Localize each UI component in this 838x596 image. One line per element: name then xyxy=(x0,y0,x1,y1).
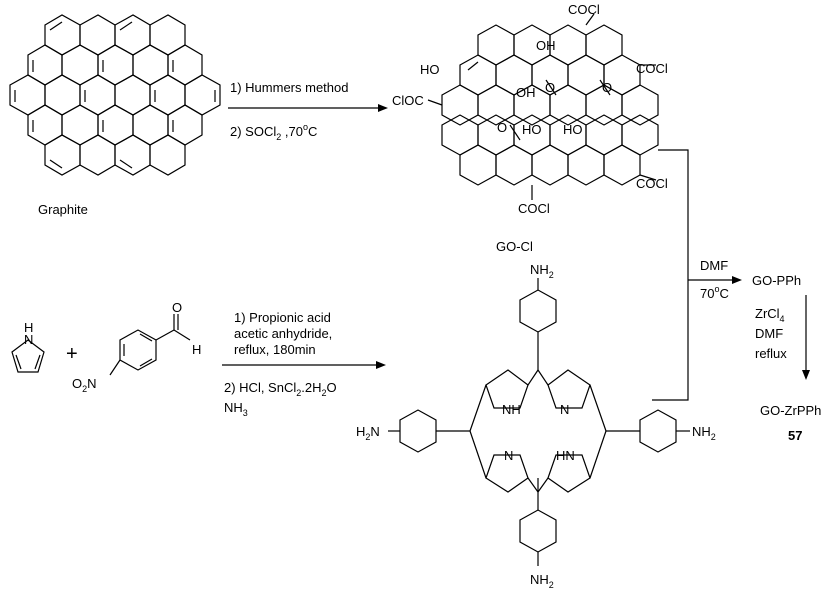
dmf-arrow-head xyxy=(732,276,742,284)
nh2-left: H2N xyxy=(356,424,380,442)
nh2-top: NH2 xyxy=(530,262,554,280)
step2-label: 2) SOCl2 ,70oC xyxy=(230,122,317,142)
reaction-arrow-1-head xyxy=(378,104,388,112)
clocl-left: ClOC xyxy=(392,93,424,108)
cocl-right-1: COCl xyxy=(636,61,668,76)
nh2-right: NH2 xyxy=(692,424,716,442)
pyrrole-structure xyxy=(11,339,45,373)
epoxide-o-2: O xyxy=(545,80,555,95)
step1-label: 1) Hummers method xyxy=(230,80,348,95)
core-n-1: N xyxy=(560,402,569,417)
dmf-label: DMF xyxy=(700,258,728,273)
go-zrpph-label: GO-ZrPPh xyxy=(760,403,821,418)
pyrrole-h: H xyxy=(24,320,33,335)
ho-label-2: HO xyxy=(522,122,542,137)
epoxide-o-3: O xyxy=(497,120,507,135)
core-n-2: N xyxy=(504,448,513,463)
plus-sign: + xyxy=(66,343,78,365)
cond-2: acetic anhydride, xyxy=(234,326,332,341)
go-cl-label: GO-Cl xyxy=(496,239,533,254)
zr-arrow-head xyxy=(802,370,810,380)
epoxide-o-1: O xyxy=(602,80,612,95)
zrcl4-label: ZrCl4 xyxy=(755,306,785,324)
graphite-structure xyxy=(9,14,221,176)
dmf2-label: DMF xyxy=(755,326,783,341)
cond-5: NH3 xyxy=(224,400,248,418)
cond-1: 1) Propionic acid xyxy=(234,310,331,325)
nitrobenzaldehyde-structure xyxy=(109,314,191,376)
graphite-label: Graphite xyxy=(38,202,88,217)
cocl-top: COCl xyxy=(568,2,600,17)
ho-label-3: HO xyxy=(563,122,583,137)
go-cl-structure xyxy=(427,13,659,200)
oh-label-1: OH xyxy=(536,38,556,53)
reflux-label: reflux xyxy=(755,346,787,361)
porphyrin-structure xyxy=(388,278,690,566)
cocl-right-2: COCl xyxy=(636,176,668,191)
pyrrole-n: N xyxy=(24,332,33,347)
ho-label-1: HO xyxy=(420,62,440,77)
merge-bracket xyxy=(652,149,689,401)
nh2-bottom: NH2 xyxy=(530,572,554,590)
aldehyde-h: H xyxy=(192,342,201,357)
nitro-label: O2N xyxy=(72,376,97,394)
reaction-arrow-2-head xyxy=(376,361,386,369)
cond-3: reflux, 180min xyxy=(234,342,316,357)
cond-4: 2) HCl, SnCl2.2H2O xyxy=(224,380,337,398)
compound-number: 57 xyxy=(788,428,802,443)
core-nh: NH xyxy=(502,402,521,417)
cocl-bottom: COCl xyxy=(518,201,550,216)
oh-label-2: OH xyxy=(516,85,536,100)
temp-label: 70oC xyxy=(700,284,729,301)
go-pph-label: GO-PPh xyxy=(752,273,801,288)
core-hn: HN xyxy=(556,448,575,463)
aldehyde-o: O xyxy=(172,300,182,315)
